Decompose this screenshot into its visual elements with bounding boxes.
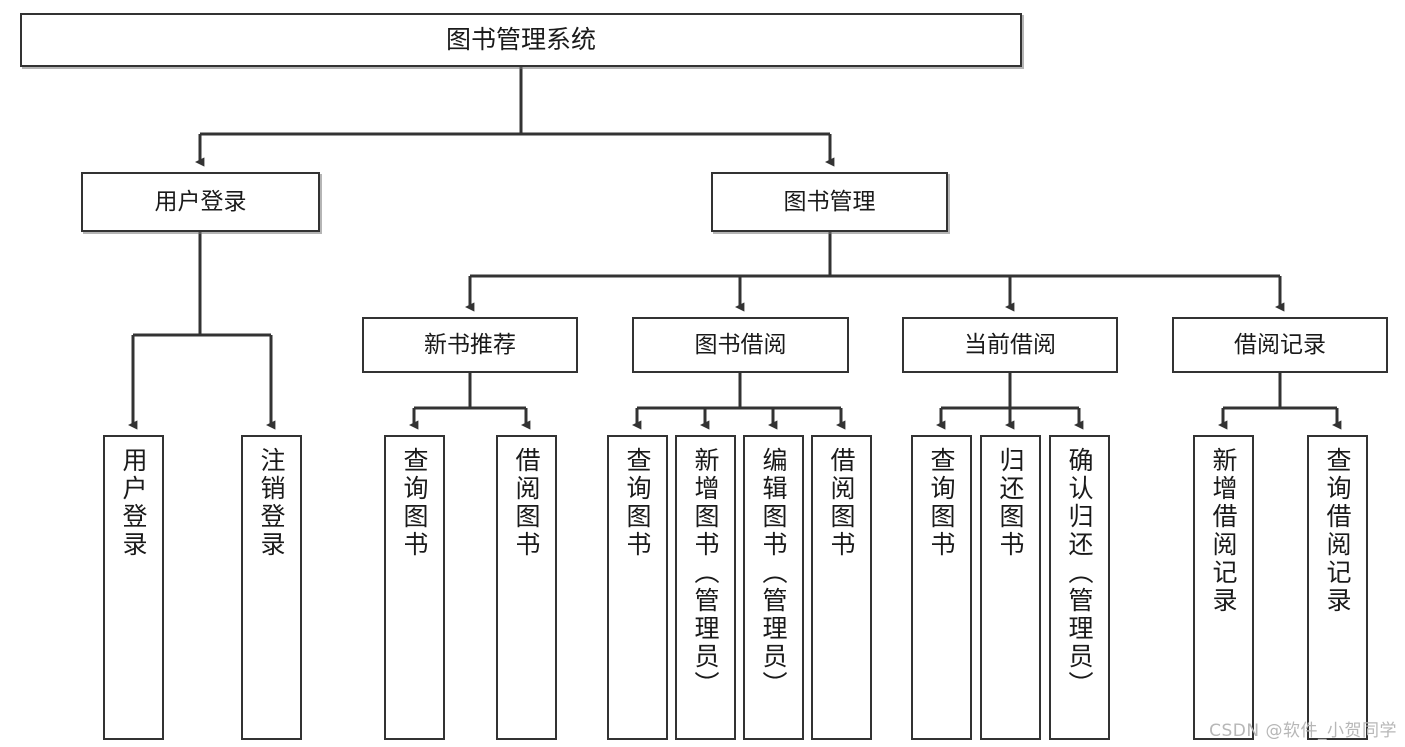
leaf-current-borrow-return[interactable]: 归还图书 [980, 435, 1041, 740]
leaf-current-borrow-confirm-return-label: 确认归还（管理员） [1065, 447, 1094, 699]
leaf-book-borrow-borrow[interactable]: 借阅图书 [811, 435, 872, 740]
node-root-system[interactable]: 图书管理系统 [20, 13, 1022, 67]
leaf-new-book-query-label: 查询图书 [400, 447, 429, 559]
leaf-book-borrow-query[interactable]: 查询图书 [607, 435, 668, 740]
node-book-borrow-label: 图书借阅 [694, 331, 787, 358]
leaf-user-login-signin[interactable]: 用户登录 [103, 435, 164, 740]
leaf-borrow-record-query-label: 查询借阅记录 [1323, 447, 1352, 615]
node-user-login[interactable]: 用户登录 [81, 172, 320, 232]
node-user-login-label: 用户登录 [154, 188, 247, 215]
leaf-book-borrow-add-label: 新增图书（管理员） [691, 447, 720, 699]
leaf-new-book-query[interactable]: 查询图书 [384, 435, 445, 740]
node-new-book-recommend[interactable]: 新书推荐 [362, 317, 578, 373]
leaf-book-borrow-query-label: 查询图书 [623, 447, 652, 559]
leaf-book-borrow-borrow-label: 借阅图书 [827, 447, 856, 559]
node-borrow-record[interactable]: 借阅记录 [1172, 317, 1388, 373]
node-book-borrow[interactable]: 图书借阅 [632, 317, 849, 373]
leaf-current-borrow-confirm-return[interactable]: 确认归还（管理员） [1049, 435, 1110, 740]
leaf-borrow-record-query[interactable]: 查询借阅记录 [1307, 435, 1368, 740]
node-root-system-label: 图书管理系统 [445, 24, 596, 54]
node-borrow-record-label: 借阅记录 [1234, 331, 1326, 358]
leaf-book-borrow-edit[interactable]: 编辑图书（管理员） [743, 435, 804, 740]
leaf-borrow-record-add[interactable]: 新增借阅记录 [1193, 435, 1254, 740]
leaf-book-borrow-edit-label: 编辑图书（管理员） [759, 447, 788, 699]
leaf-user-login-signin-label: 用户登录 [119, 447, 148, 559]
leaf-new-book-borrow[interactable]: 借阅图书 [496, 435, 557, 740]
leaf-user-login-signout-label: 注销登录 [257, 447, 286, 559]
leaf-new-book-borrow-label: 借阅图书 [512, 447, 541, 559]
node-current-borrow-label: 当前借阅 [964, 331, 1056, 358]
node-book-management[interactable]: 图书管理 [711, 172, 948, 232]
leaf-user-login-signout[interactable]: 注销登录 [241, 435, 302, 740]
node-book-management-label: 图书管理 [783, 188, 876, 215]
csdn-watermark: CSDN @软件_小贺同学 [1209, 721, 1397, 741]
leaf-borrow-record-add-label: 新增借阅记录 [1209, 447, 1238, 615]
node-current-borrow[interactable]: 当前借阅 [902, 317, 1118, 373]
leaf-current-borrow-query-label: 查询图书 [927, 447, 956, 559]
leaf-book-borrow-add[interactable]: 新增图书（管理员） [675, 435, 736, 740]
node-new-book-recommend-label: 新书推荐 [424, 331, 516, 358]
leaf-current-borrow-return-label: 归还图书 [996, 447, 1025, 559]
leaf-current-borrow-query[interactable]: 查询图书 [911, 435, 972, 740]
